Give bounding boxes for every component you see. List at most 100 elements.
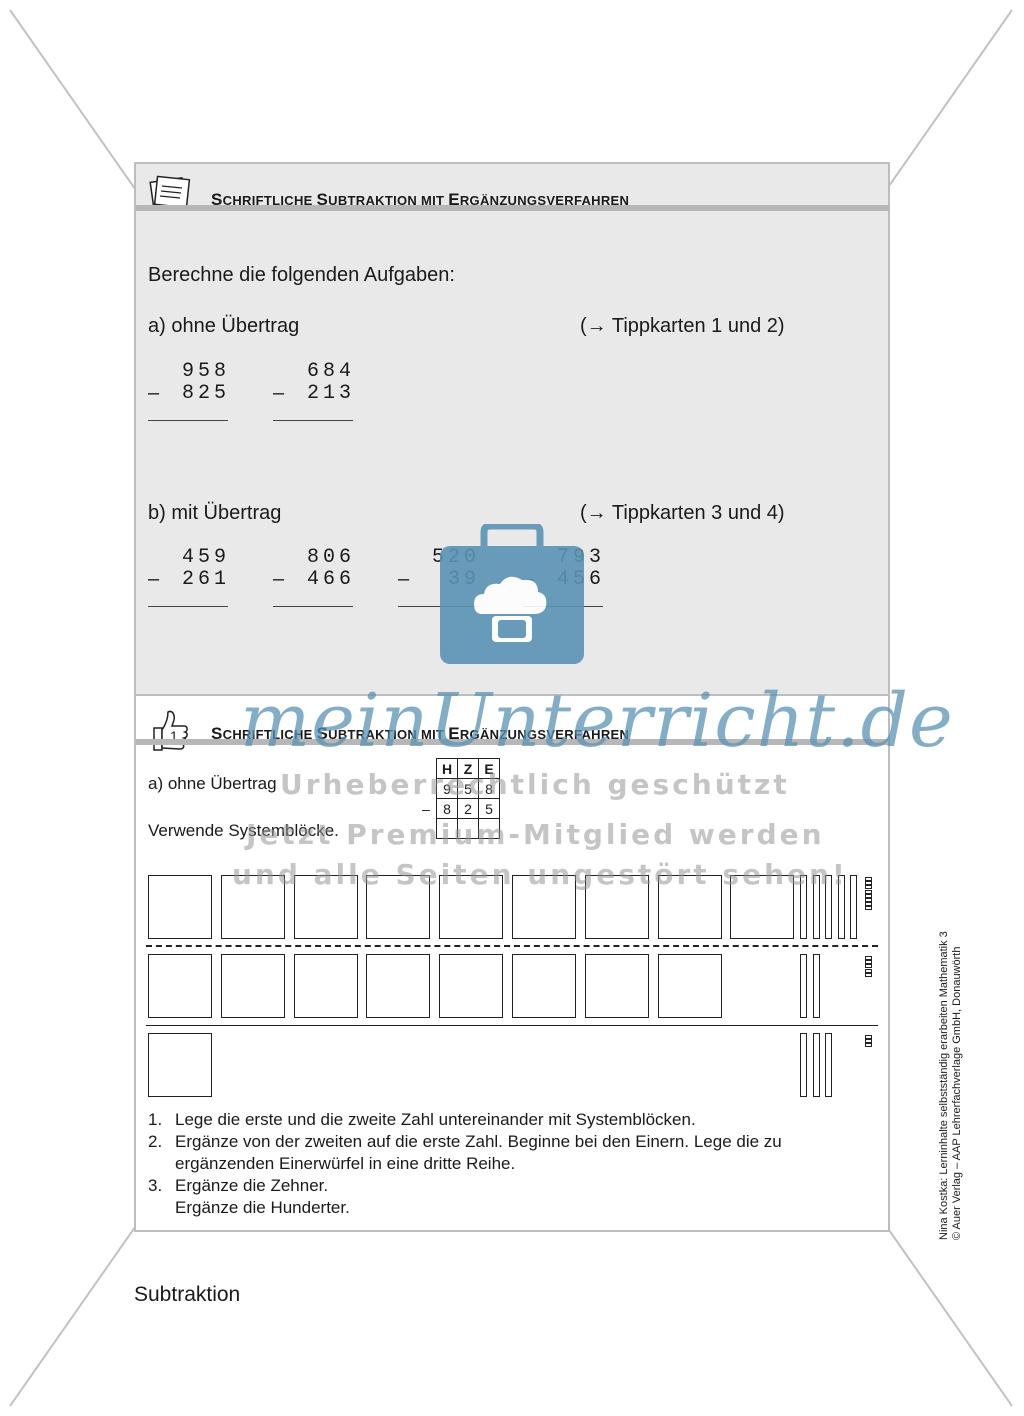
hundred-block [584, 954, 649, 1018]
hundred-block [439, 875, 504, 939]
ten-rod [800, 1033, 807, 1097]
one-cube [865, 1035, 872, 1039]
subtrahend: 213 [306, 382, 355, 405]
minus-sign: – [273, 568, 285, 590]
hundred-block [657, 954, 722, 1018]
watermark-line-1: Urheberrechtlich geschützt [280, 768, 790, 801]
dashed-divider [146, 945, 878, 947]
answer-line [273, 606, 353, 607]
title-smallcaps: CHRIFTLICHE [222, 727, 317, 742]
step-text: Ergänze die Hunderter. [175, 1198, 350, 1217]
minus-sign: – [398, 568, 410, 590]
part-a-hint: (→ Tippkarten 1 und 2) [580, 315, 785, 337]
part-b-hint: (→ Tippkarten 3 und 4) [580, 502, 785, 524]
title-capital: S [211, 190, 223, 209]
watermark-line-2: Jetzt Premium-Mitglied werden [246, 818, 825, 851]
hze-row [416, 818, 500, 839]
ten-rod [800, 954, 807, 1018]
title-capital: S [316, 190, 329, 209]
minuend: 806 [306, 546, 355, 569]
step-number: 3. [148, 1176, 163, 1195]
card-number: 1 [170, 728, 178, 744]
step-text: Lege die erste und die zweite Zahl unter… [175, 1110, 696, 1129]
hundred-block [293, 954, 358, 1018]
one-cube [865, 898, 872, 902]
briefcase-cloud-logo [440, 524, 584, 664]
hundred-block [293, 875, 358, 939]
hundred-block [730, 875, 795, 939]
title-smallcaps: RGÄNZUNGSVERFAHREN [459, 727, 630, 742]
one-cube [865, 889, 872, 894]
hze-digit: 8 [436, 798, 458, 819]
one-cube [865, 964, 872, 969]
watermark-brand: meinUnterricht.de [240, 678, 954, 764]
step-text: ergänzenden Einerwürfel in eine dritte R… [175, 1154, 516, 1173]
one-cube [865, 902, 872, 907]
section-title: SCHRIFTLICHE SUBTRAKTION MIT ERGÄNZUNGSV… [211, 724, 629, 744]
step-number: 2. [148, 1132, 163, 1151]
ten-rod [812, 875, 820, 939]
hze-digit [478, 818, 500, 839]
title-smallcaps: RGÄNZUNGSVERFAHREN [459, 193, 630, 208]
hundred-block [366, 954, 431, 1018]
step-number: 1. [148, 1110, 163, 1129]
minuend: 459 [181, 546, 230, 569]
one-cube [865, 960, 872, 965]
hundred-block [148, 875, 212, 939]
solid-divider [146, 1025, 878, 1026]
instruction-text: Berechne die folgenden Aufgaben: [148, 264, 455, 286]
ten-rod [825, 1033, 833, 1097]
title-capital: S [316, 724, 329, 743]
systemblocks-label: Verwende Systemblöcke. [148, 821, 339, 840]
one-cube [865, 906, 872, 911]
subtrahend: 825 [181, 382, 230, 405]
one-cube [865, 968, 872, 973]
part-b-label: b) mit Übertrag [148, 502, 282, 524]
subtrahend: 261 [181, 568, 230, 591]
one-cube [865, 1043, 872, 1048]
credit-line-2: © Auer Verlag – AAP Lehrerfachverlage Gm… [951, 946, 963, 1240]
hundred-block [657, 875, 722, 939]
ten-rod [825, 875, 833, 939]
header-bar [136, 205, 890, 211]
hze-sign: – [416, 798, 437, 819]
hundred-block [220, 875, 285, 939]
footer-topic: Subtraktion [134, 1283, 241, 1306]
hundred-block [148, 1033, 212, 1097]
minus-sign: – [148, 568, 160, 590]
minuend: 958 [181, 360, 230, 383]
title-smallcaps: UBTRAKTION MIT [328, 727, 449, 742]
answer-line [148, 420, 228, 421]
ten-rod [837, 875, 845, 939]
title-capital: E [448, 724, 460, 743]
ten-rod [850, 875, 858, 939]
subtrahend: 466 [306, 568, 355, 591]
hundred-block [439, 954, 504, 1018]
title-capital: S [211, 724, 223, 743]
one-cube [865, 881, 872, 886]
ten-rod [812, 1033, 820, 1097]
answer-line [273, 420, 353, 421]
side-credit: Nina Kostka: Lerninhalte selbstständig e… [938, 860, 964, 1240]
one-cube [865, 885, 872, 890]
title-smallcaps: CHRIFTLICHE [222, 193, 317, 208]
one-cube [865, 972, 872, 977]
credit-line-1: Nina Kostka: Lerninhalte selbstständig e… [938, 931, 950, 1240]
ten-rod [800, 875, 807, 939]
hundred-block [366, 875, 431, 939]
part-a-label: a) ohne Übertrag [148, 774, 277, 793]
one-cube [865, 893, 872, 898]
hundred-block [148, 954, 212, 1018]
hze-digit: 5 [478, 798, 500, 819]
answer-line [148, 606, 228, 607]
ten-rod [812, 954, 820, 1018]
step-text: Ergänze von der zweiten auf die erste Za… [175, 1132, 782, 1151]
one-cube [865, 877, 872, 881]
title-smallcaps: UBTRAKTION MIT [328, 193, 449, 208]
hze-digit: 2 [457, 798, 479, 819]
header-bar [136, 739, 890, 745]
watermark-line-3: und alle Seiten ungestört sehen! [232, 858, 848, 891]
